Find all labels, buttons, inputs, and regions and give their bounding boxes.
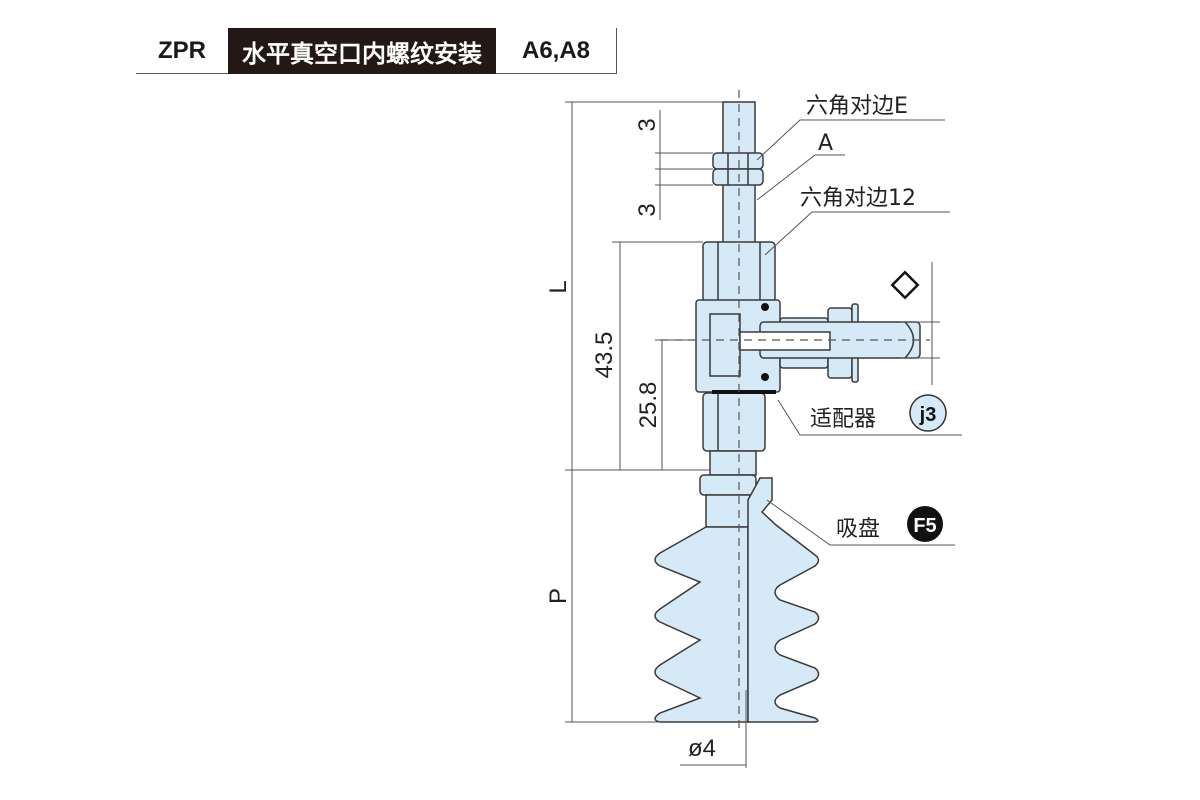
dim-diameter: ø4: [688, 735, 716, 762]
model-code: ZPR: [136, 28, 228, 74]
dim-P: P: [545, 588, 572, 604]
pad-neck: [699, 474, 757, 496]
label-adapter: 适配器: [810, 407, 876, 432]
label-hex-e: 六角对边E: [806, 94, 908, 119]
variant-code: A6,A8: [496, 28, 617, 74]
pad-badge-text: F5: [913, 515, 936, 537]
header: ZPR 水平真空口内螺纹安装 A6,A8: [136, 28, 617, 74]
bellows-pad: [654, 526, 749, 723]
label-a: A: [818, 131, 833, 156]
dim-nut-top: 3: [634, 118, 661, 131]
dim-43-5: 43.5: [591, 332, 618, 379]
dim-L: L: [545, 280, 572, 293]
diamond-symbol: [890, 270, 920, 300]
label-pad: 吸盘: [836, 517, 880, 542]
bellows-section: [747, 477, 820, 723]
lower-hex: [702, 392, 766, 452]
mounting-title: 水平真空口内螺纹安装: [228, 28, 496, 74]
hex-nut-e: [712, 152, 764, 170]
label-hex-12: 六角对边12: [800, 186, 916, 211]
adapter-badge-text: j3: [919, 404, 937, 426]
hex-nut-e-lower: [712, 168, 764, 186]
dim-nut-bottom: 3: [634, 203, 661, 216]
adapter-badge: [909, 394, 947, 432]
pad-badge: [907, 506, 943, 542]
dim-25-8: 25.8: [635, 382, 662, 429]
